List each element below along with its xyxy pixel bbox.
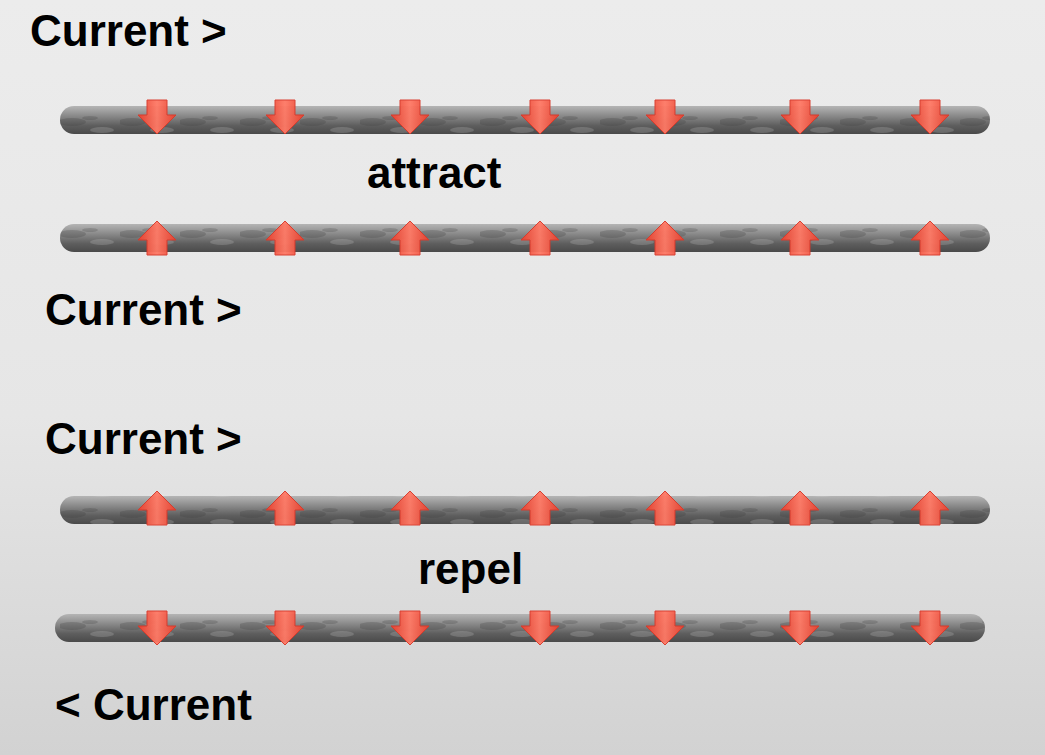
force-arrow (266, 100, 304, 134)
force-arrow (521, 491, 559, 525)
force-arrow (646, 491, 684, 525)
force-arrow (266, 611, 304, 645)
force-arrow (521, 100, 559, 134)
force-arrow (911, 221, 949, 255)
wire (60, 106, 990, 134)
force-arrow (521, 611, 559, 645)
force-arrow (138, 491, 176, 525)
force-arrow (391, 611, 429, 645)
force-arrow (781, 611, 819, 645)
force-arrow (266, 491, 304, 525)
current-label: Current > (45, 285, 242, 335)
force-arrow (138, 221, 176, 255)
current-label: Current > (30, 6, 227, 56)
force-arrow (138, 100, 176, 134)
force-arrow (911, 491, 949, 525)
force-arrow (646, 611, 684, 645)
force-arrow (391, 491, 429, 525)
force-arrow (911, 100, 949, 134)
wire (55, 614, 985, 642)
current-label: < Current (55, 680, 252, 730)
force-arrow (781, 100, 819, 134)
force-label: repel (418, 544, 523, 594)
force-label: attract (367, 148, 502, 198)
current-label: Current > (45, 414, 242, 464)
force-arrow (391, 100, 429, 134)
force-arrow (521, 221, 559, 255)
force-arrow (391, 221, 429, 255)
force-arrow (781, 221, 819, 255)
force-arrow (646, 100, 684, 134)
force-arrow (911, 611, 949, 645)
force-arrow (781, 491, 819, 525)
force-arrow (646, 221, 684, 255)
force-arrow (138, 611, 176, 645)
force-arrow (266, 221, 304, 255)
